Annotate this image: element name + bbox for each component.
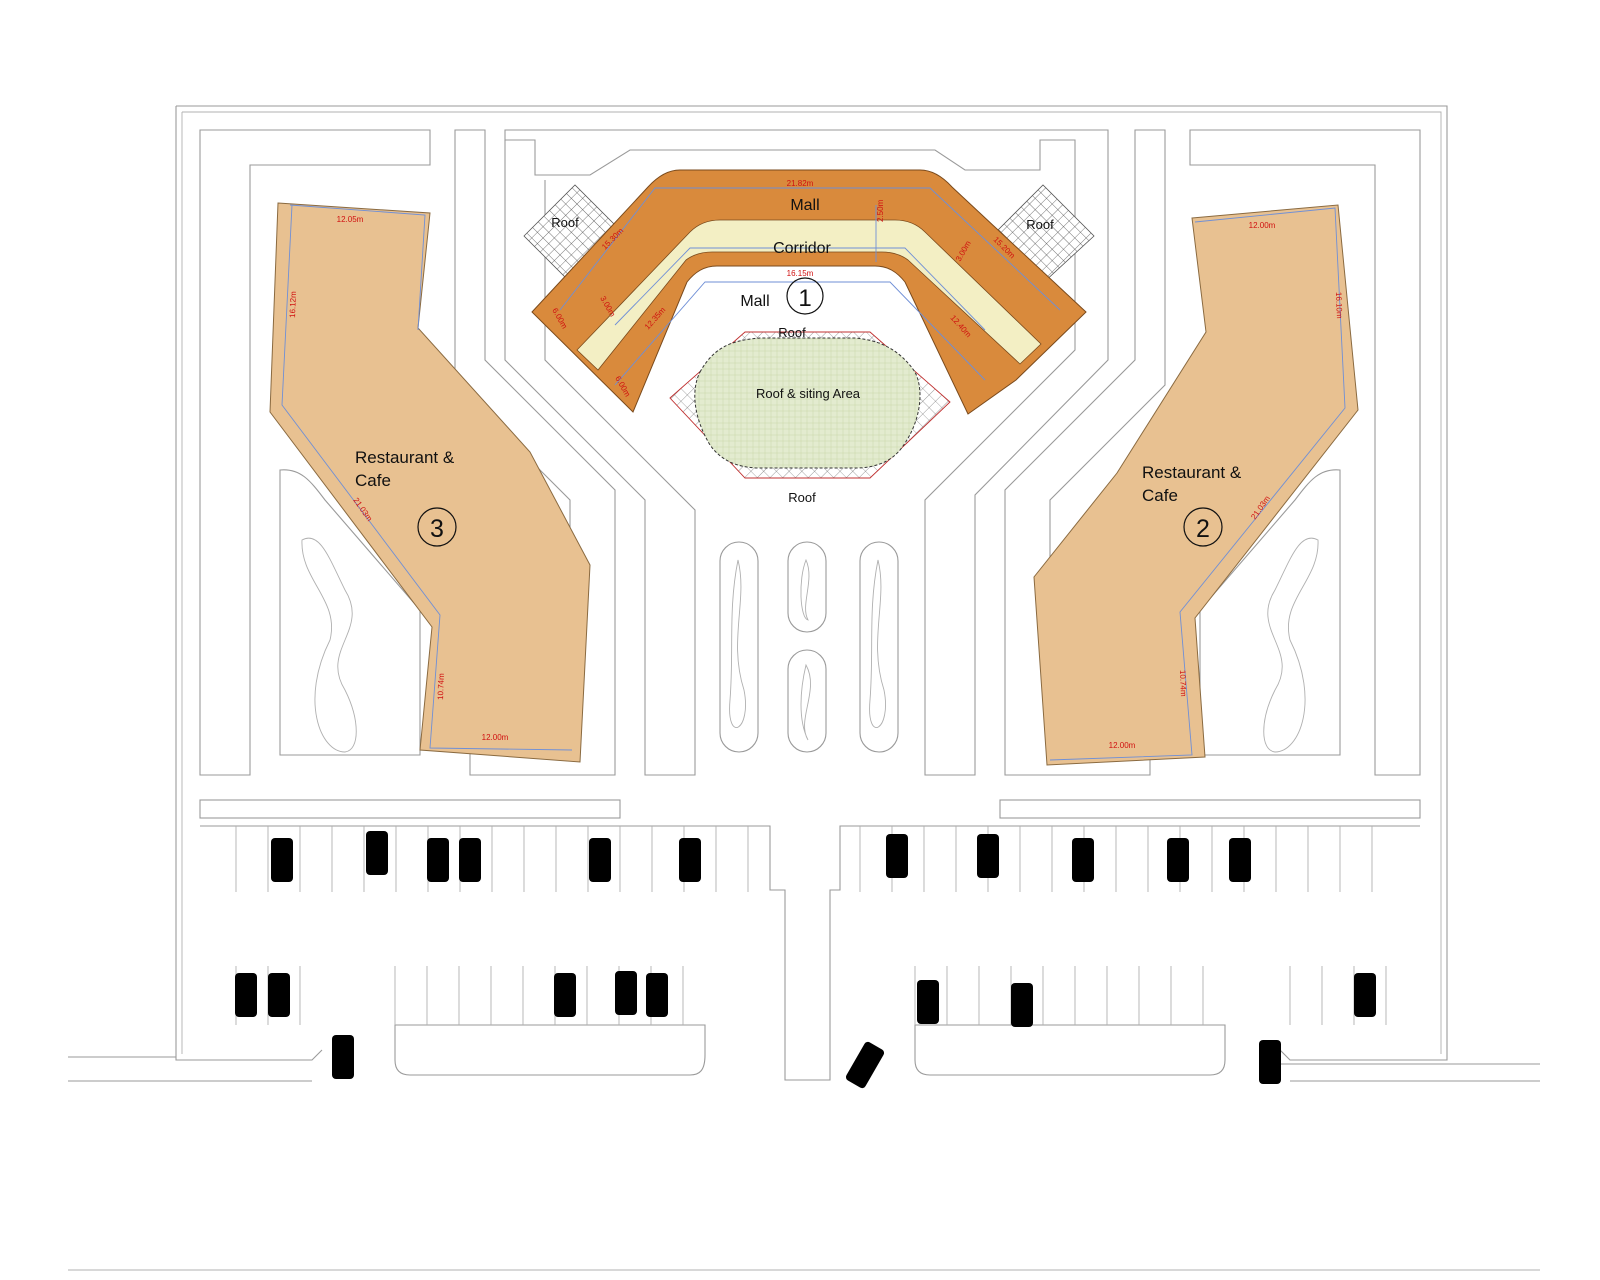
roof-inner-label: Roof <box>778 325 806 340</box>
car-icon <box>1229 838 1251 882</box>
roof-sitting-area: Roof Roof & siting Area Roof <box>669 325 951 505</box>
dim-mall-inner: 16.15m <box>787 269 814 278</box>
parked-cars <box>235 831 1376 1090</box>
mall-top-label: Mall <box>790 197 819 214</box>
car-icon <box>332 1035 354 1079</box>
building-1-number-circle <box>786 277 824 315</box>
car-icon <box>271 838 293 882</box>
dim-rest-right-side: 16.10m <box>1334 292 1344 319</box>
restaurant-left-label-2: Cafe <box>355 471 391 490</box>
restaurant-right-label-1: Restaurant & <box>1142 463 1242 482</box>
roof-sitting-label: Roof & siting Area <box>756 386 861 401</box>
car-icon <box>679 838 701 882</box>
restaurant-left-label-1: Restaurant & <box>355 448 455 467</box>
dim-rest-right-lower: 10.74m <box>1178 670 1188 697</box>
car-icon <box>1259 1040 1281 1084</box>
dim-rest-left-bottom: 12.00m <box>482 733 509 742</box>
corridor-label: Corridor <box>773 240 831 257</box>
dim-rest-left-top: 12.05m <box>337 215 364 224</box>
building-3-restaurant: 12.05m 16.12m 21.03m 10.74m 12.00m Resta… <box>269 202 591 763</box>
car-icon <box>1072 838 1094 882</box>
building-2-restaurant: 12.00m 16.10m 21.03m 10.74m 12.00m Resta… <box>1033 204 1359 766</box>
car-icon <box>646 973 668 1017</box>
car-icon <box>235 973 257 1017</box>
parking-stall-lines <box>235 826 1387 1025</box>
car-icon <box>1354 973 1376 1017</box>
dim-rest-right-bottom: 12.00m <box>1109 741 1136 750</box>
car-icon <box>459 838 481 882</box>
dim-corridor-width: 2.50m <box>876 199 885 222</box>
car-icon <box>977 834 999 878</box>
roof-bottom-label: Roof <box>788 490 816 505</box>
mall-inner-label: Mall <box>740 293 769 310</box>
car-icon <box>589 838 611 882</box>
building-3-number: 3 <box>430 515 444 543</box>
car-icon <box>844 1040 886 1090</box>
center-roads <box>504 129 1109 776</box>
car-icon <box>366 831 388 875</box>
roof-right-label: Roof <box>1026 217 1054 232</box>
car-icon <box>554 973 576 1017</box>
dim-rest-left-lower: 10.74m <box>436 673 446 700</box>
car-icon <box>427 838 449 882</box>
building-3-number-circle <box>417 507 457 547</box>
car-icon <box>268 973 290 1017</box>
car-icon <box>615 971 637 1015</box>
car-icon <box>886 834 908 878</box>
building-1-mall: Mall Corridor Mall 1 21.82m 15.30m 15.20… <box>531 169 1087 415</box>
car-icon <box>917 980 939 1024</box>
dim-rest-right-top: 12.00m <box>1249 221 1276 230</box>
restaurant-right-label-2: Cafe <box>1142 486 1178 505</box>
building-2-number: 2 <box>1196 515 1210 543</box>
roof-left-label: Roof <box>551 215 579 230</box>
building-2-number-circle <box>1183 507 1223 547</box>
dim-mall-top: 21.82m <box>787 179 814 188</box>
car-icon <box>1167 838 1189 882</box>
dim-rest-left-side: 16.12m <box>288 291 298 318</box>
building-1-number: 1 <box>798 285 811 312</box>
car-icon <box>1011 983 1033 1027</box>
